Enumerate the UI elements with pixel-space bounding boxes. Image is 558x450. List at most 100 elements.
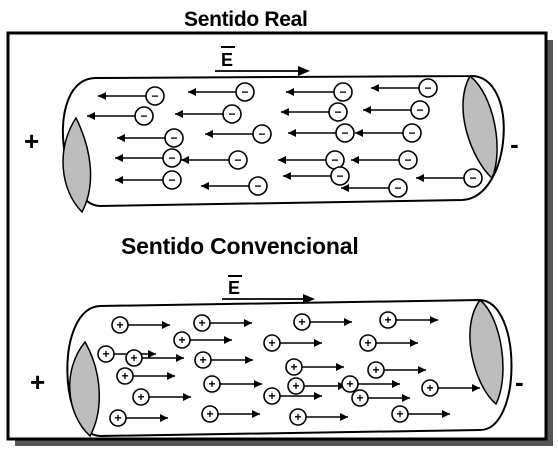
hole-symbol: + [130, 351, 137, 365]
title-conventional-direction: Sentido Convencional [121, 233, 359, 259]
electron-symbol: − [469, 171, 476, 185]
electron: − [115, 148, 182, 168]
electron-symbol: − [424, 81, 431, 95]
hole-symbol: + [208, 377, 215, 391]
positive-terminal-top: + [24, 126, 39, 156]
electron-symbol: − [394, 181, 401, 195]
hole: + [293, 313, 352, 331]
electron: − [288, 123, 355, 143]
hole-symbol: + [346, 377, 353, 391]
field-arrow-head [298, 66, 310, 76]
electron-symbol: − [228, 107, 235, 121]
negative-terminal-top: - [510, 129, 519, 159]
electron: − [205, 124, 272, 144]
hole-symbol: + [137, 390, 144, 404]
hole: + [203, 375, 262, 393]
hole: + [111, 316, 170, 334]
electron: − [351, 150, 418, 170]
hole-symbol: + [396, 407, 403, 421]
hole: + [132, 388, 191, 406]
electron-symbol: − [151, 89, 158, 103]
electron: − [87, 106, 154, 126]
right-cross-section [462, 74, 498, 180]
hole-symbol: + [121, 369, 128, 383]
hole: + [194, 351, 253, 369]
conductor-conventional: ++++++++++++++++++++++++ [66, 298, 513, 438]
electron: − [416, 168, 483, 188]
electron: − [188, 82, 255, 102]
electron: − [115, 170, 182, 190]
title-real-direction: Sentido Real [184, 8, 308, 31]
hole: + [116, 367, 175, 385]
positive-terminal-bottom: + [30, 367, 45, 397]
hole: + [359, 334, 418, 352]
electron: − [371, 78, 438, 98]
left-cross-section [68, 340, 101, 438]
hole: + [379, 311, 438, 329]
hole-symbol: + [292, 379, 299, 393]
hole-symbol: + [294, 410, 301, 424]
electron-symbol: − [258, 127, 265, 141]
hole: + [193, 314, 252, 332]
hole-symbol: + [268, 389, 275, 403]
electron-symbol: − [404, 153, 411, 167]
electron: − [363, 100, 430, 120]
electron-symbol: − [170, 131, 177, 145]
hole-symbol: + [298, 315, 305, 329]
electron-symbol: − [168, 173, 175, 187]
electron-symbol: − [254, 179, 261, 193]
hole-symbol: + [364, 336, 371, 350]
hole-symbol: + [199, 353, 206, 367]
electron: − [281, 102, 348, 122]
electron-symbol: − [334, 105, 341, 119]
electron: − [283, 166, 350, 186]
electron-symbol: − [241, 85, 248, 99]
negative-terminal-bottom: - [515, 367, 524, 397]
electron: − [181, 150, 248, 170]
hole: + [263, 387, 322, 405]
electron: − [341, 178, 408, 198]
hole-symbol: + [426, 381, 433, 395]
hole: + [285, 358, 344, 376]
electron-symbol: − [168, 151, 175, 165]
hole: + [173, 331, 232, 349]
hole: + [125, 349, 184, 367]
hole-symbol: + [268, 336, 275, 350]
electron: − [286, 82, 353, 102]
hole-symbol: + [198, 316, 205, 330]
electron: − [98, 86, 165, 106]
electron-symbol: − [341, 126, 348, 140]
hole-symbol: + [384, 313, 391, 327]
electron-symbol: − [336, 169, 343, 183]
hole: + [351, 389, 410, 407]
electron: − [117, 128, 184, 148]
electron-symbol: − [331, 153, 338, 167]
field-vector-conventional: E [222, 275, 315, 304]
hole: + [341, 375, 400, 393]
electron: − [175, 104, 242, 124]
left-cross-section [62, 116, 92, 214]
hole: + [367, 361, 426, 379]
field-vector-real: E [215, 46, 310, 76]
hole-symbol: + [290, 360, 297, 374]
electron-symbol: − [140, 109, 147, 123]
hole: + [421, 379, 480, 397]
field-label: E [228, 278, 240, 298]
hole-symbol: + [372, 363, 379, 377]
electron-symbol: − [234, 153, 241, 167]
electron: − [355, 123, 422, 143]
hole-symbol: + [206, 407, 213, 421]
hole: + [289, 408, 348, 426]
electron-symbol: − [408, 126, 415, 140]
hole-symbol: + [116, 318, 123, 332]
electron-symbol: − [416, 103, 423, 117]
hole-symbol: + [356, 391, 363, 405]
field-label: E [221, 50, 233, 70]
hole: + [391, 405, 450, 423]
field-arrow-head [303, 294, 315, 304]
electron: − [201, 176, 268, 196]
hole: + [263, 334, 322, 352]
hole: + [201, 405, 260, 423]
electron-symbol: − [339, 85, 346, 99]
